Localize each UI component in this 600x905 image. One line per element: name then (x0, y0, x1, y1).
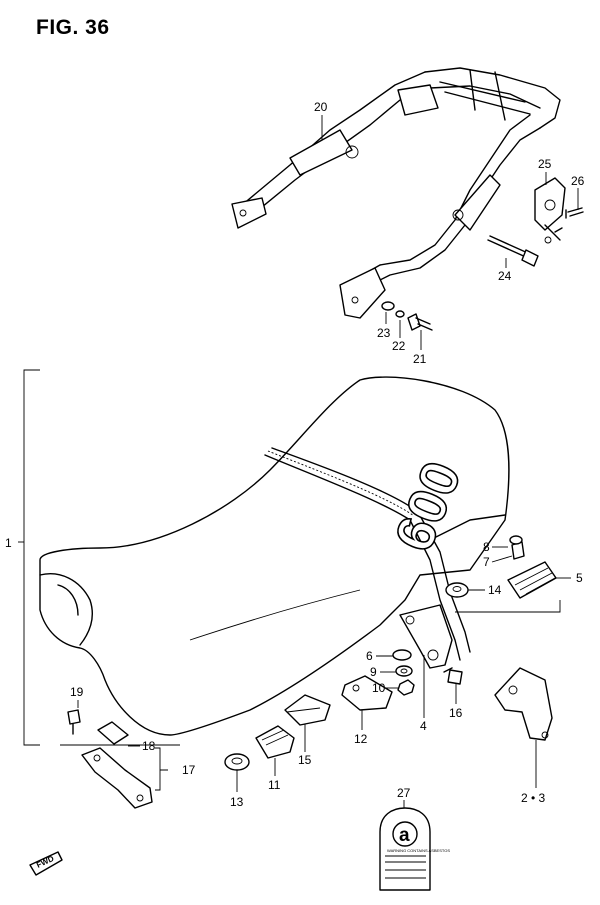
callout-9: 9 (370, 665, 377, 679)
seat[interactable] (39, 376, 561, 736)
bolt-19[interactable] (67, 709, 81, 735)
cushion[interactable] (509, 535, 523, 545)
forward-arrow (29, 851, 63, 876)
side-bracket[interactable] (494, 667, 553, 741)
callout-11: 11 (268, 778, 281, 792)
figure-title: FIG. 36 (36, 16, 110, 39)
nut-plate[interactable] (97, 721, 129, 745)
long-bolt[interactable] (487, 235, 539, 267)
rubber-damper[interactable] (507, 561, 557, 599)
washer-9[interactable] (395, 665, 413, 677)
callout-23: 23 (377, 326, 391, 340)
callout-8: 8 (483, 540, 490, 554)
callout-22: 22 (392, 339, 406, 353)
callout-5: 5 (576, 571, 583, 585)
callout-6: 6 (366, 649, 373, 663)
bolt-16[interactable] (443, 667, 463, 685)
cushion-pad[interactable] (284, 694, 331, 726)
callout-2-3: 2 • 3 (521, 791, 546, 805)
callout-18: 18 (142, 739, 156, 753)
callout-20: 20 (314, 100, 328, 114)
callout-13: 13 (230, 795, 244, 809)
callout-24: 24 (498, 269, 512, 283)
front-bracket[interactable] (81, 747, 153, 809)
callout-25: 25 (538, 157, 552, 171)
washer[interactable] (381, 301, 395, 311)
spring-washer[interactable] (395, 310, 405, 318)
callout-26: 26 (571, 174, 585, 188)
rubber-cushion[interactable] (392, 649, 412, 661)
warning-label-letter: a (399, 825, 410, 846)
rear-carrier[interactable] (231, 67, 561, 319)
nut[interactable] (397, 679, 415, 696)
callout-12: 12 (354, 732, 368, 746)
rubber-block[interactable] (255, 725, 295, 759)
seat-bracket[interactable] (341, 675, 393, 711)
leader-lines (18, 115, 579, 808)
callout-17: 17 (182, 763, 196, 777)
callout-4: 4 (420, 719, 427, 733)
callout-19: 19 (70, 685, 84, 699)
callout-15: 15 (298, 753, 312, 767)
callout-27: 27 (397, 786, 411, 800)
callout-7: 7 (483, 555, 490, 569)
callout-10: 10 (372, 681, 386, 695)
grommet-13[interactable] (224, 753, 250, 771)
callout-1: 1 (5, 536, 12, 550)
callout-14: 14 (488, 583, 502, 597)
warning-label (379, 807, 431, 891)
callout-16: 16 (449, 706, 463, 720)
grommet[interactable] (445, 582, 469, 598)
warning-label-text: WARNING CONTAINS ASBESTOS (387, 848, 450, 853)
screw[interactable] (565, 207, 584, 219)
collar[interactable] (511, 541, 525, 560)
bolt[interactable] (407, 313, 433, 331)
seat-lock[interactable] (534, 177, 566, 244)
callout-21: 21 (413, 352, 427, 366)
